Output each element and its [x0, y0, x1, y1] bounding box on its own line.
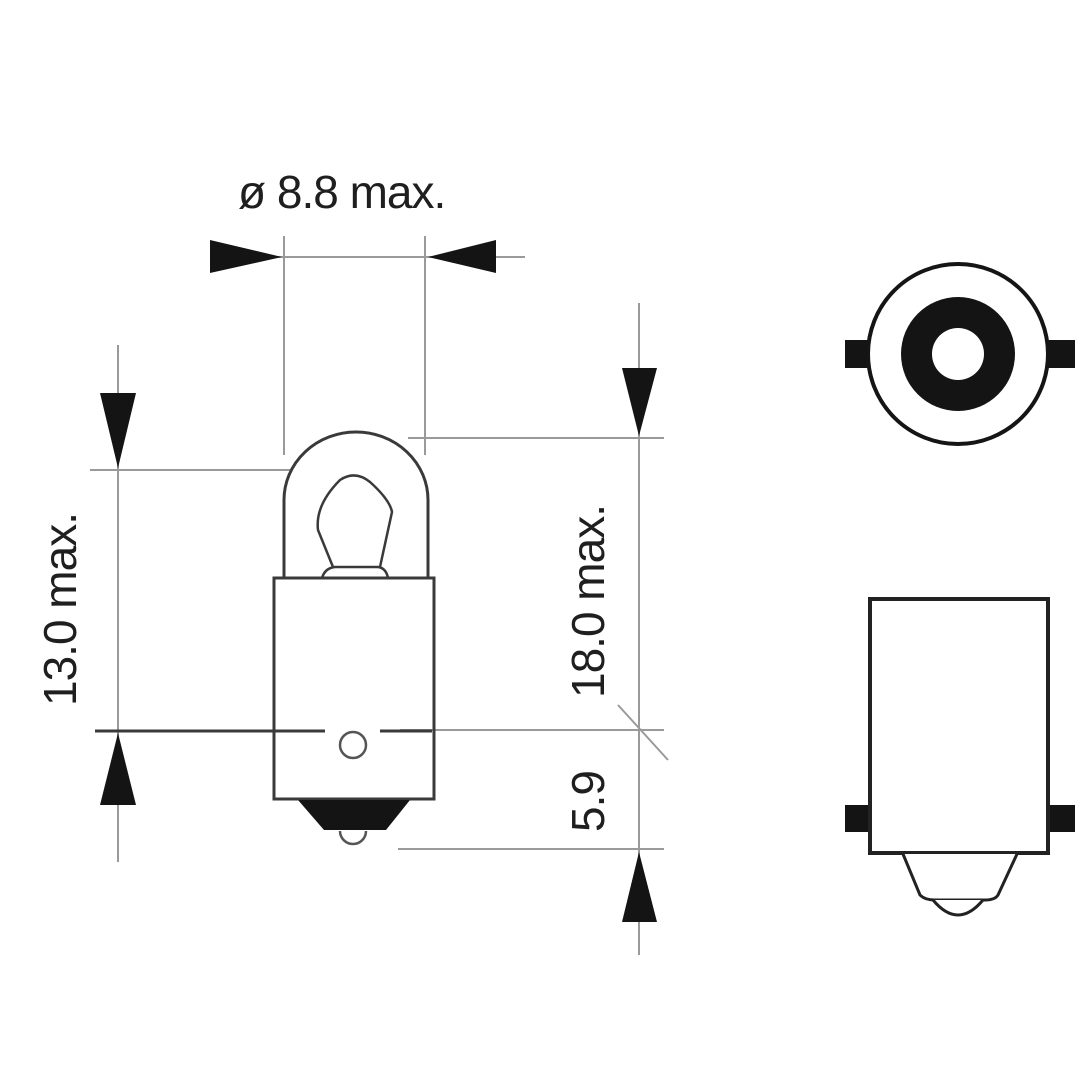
- diameter-label: ø 8.8 max.: [238, 166, 445, 218]
- bulb-height-dimension: 13.0 max.: [34, 345, 290, 862]
- overall-length-dimension: 18.0 max. 5.9: [398, 303, 669, 955]
- filament: [316, 474, 394, 568]
- arrow-right-icon: [210, 240, 282, 273]
- arrow-left-icon: [428, 240, 496, 273]
- base-insulator: [298, 800, 410, 830]
- solder-contact: [931, 899, 985, 917]
- base-sleeve: [272, 576, 436, 801]
- solder-contact: [338, 830, 368, 846]
- bulb-height-label: 13.0 max.: [34, 513, 86, 706]
- base-height-label: 5.9: [562, 771, 614, 832]
- arrow-up-icon: [622, 852, 657, 922]
- overall-length-label: 18.0 max.: [562, 505, 614, 698]
- base-side-view: [845, 597, 1075, 917]
- arrow-up-icon: [100, 733, 136, 805]
- bulb-side-view: [95, 430, 436, 846]
- base-sleeve: [868, 597, 1050, 855]
- base-contact-outline: [901, 853, 1019, 902]
- filament-mount: [320, 565, 390, 579]
- arrow-down-icon: [100, 393, 136, 468]
- glass-envelope: [282, 430, 430, 578]
- diameter-dimension: ø 8.8 max.: [210, 166, 525, 455]
- arrow-down-icon: [622, 368, 657, 436]
- bayonet-pin: [338, 730, 368, 760]
- bottom-view: [845, 262, 1075, 446]
- center-contact: [932, 328, 984, 380]
